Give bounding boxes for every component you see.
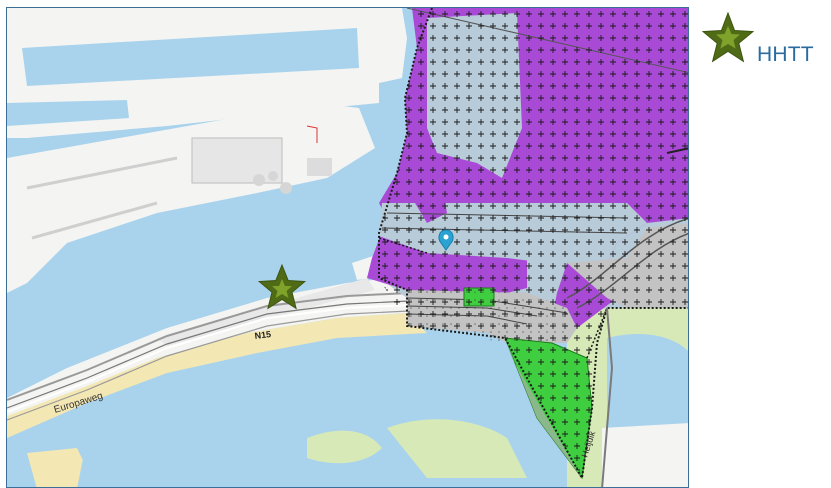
- harbour-land-middle: [7, 103, 375, 293]
- hhtt-star-icon[interactable]: [257, 263, 307, 310]
- beach: [7, 313, 427, 438]
- road-n15: [7, 292, 410, 401]
- plan-boundary: [378, 8, 688, 482]
- legend-label: HHTT: [757, 43, 814, 66]
- vegetation-area: [307, 430, 382, 464]
- map-canvas: N15 Europaweg Heijdik: [7, 8, 688, 487]
- vegetation-area: [387, 419, 527, 478]
- terminal-building: [191, 137, 283, 184]
- location-pin-icon[interactable]: [438, 229, 454, 251]
- harbour-basin-2: [7, 100, 129, 126]
- road-label-n15: N15: [254, 329, 272, 341]
- road-vertical: [601, 307, 614, 487]
- storage-tank: [280, 182, 292, 194]
- storage-tank: [253, 174, 265, 186]
- storage-tank: [268, 171, 278, 181]
- quay-land-south: [7, 276, 407, 418]
- legend-star-icon: [702, 12, 754, 63]
- harbour-basin: [22, 28, 359, 86]
- plan-zone-hatch: [379, 8, 688, 478]
- map-legend: HHTT: [700, 12, 830, 72]
- sand-patch: [27, 448, 97, 487]
- map-view[interactable]: N15 Europaweg Heijdik: [6, 7, 689, 488]
- quay-yard: [157, 278, 375, 346]
- svg-text:N15: N15: [254, 329, 272, 341]
- warehouse: [307, 158, 332, 176]
